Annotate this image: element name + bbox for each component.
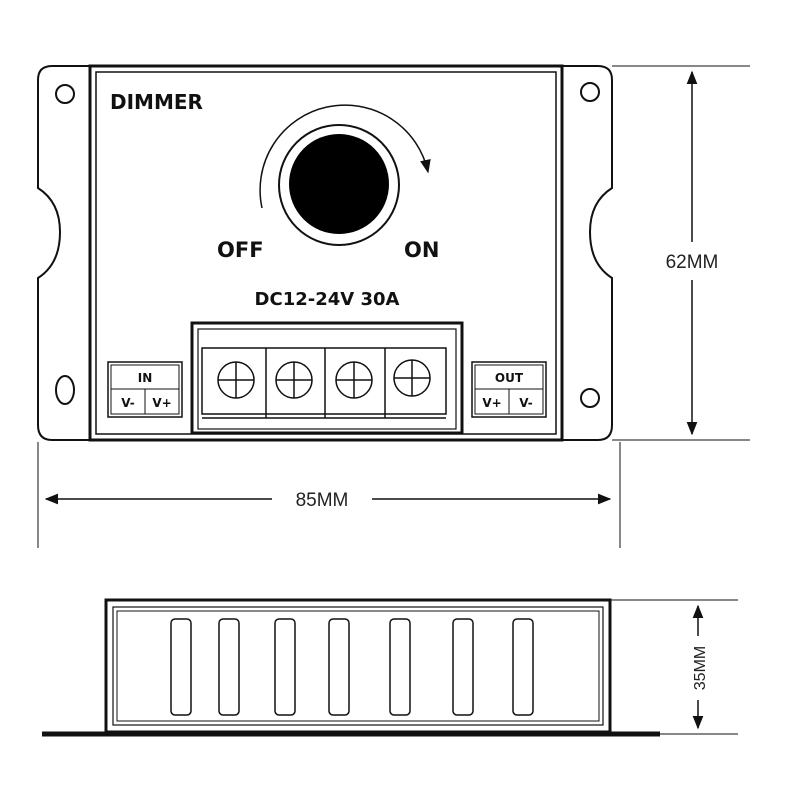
vent-slot — [170, 618, 192, 716]
side-body-inner — [112, 606, 604, 726]
depth-label: 35MM — [692, 646, 709, 690]
off-label: OFF — [217, 238, 264, 262]
input-terminal-neg: V- — [121, 396, 134, 410]
vent-slot — [452, 618, 474, 716]
vent-slot — [274, 618, 296, 716]
height-dimension: 62MM — [612, 65, 750, 441]
device-title: DIMMER — [110, 90, 203, 114]
vent-slot — [328, 618, 350, 716]
mounting-hole-top-left — [55, 84, 75, 104]
vent-slot — [218, 618, 240, 716]
top-view: DIMMER OFF ON DC12-24V 30A — [37, 64, 613, 442]
depth-dimension: 35MM — [610, 599, 738, 735]
input-header: IN — [138, 371, 153, 385]
input-terminal-pos: V+ — [152, 396, 171, 410]
rating-label: DC12-24V 30A — [255, 289, 400, 310]
side-body-outer — [104, 598, 612, 734]
terminal-screw-icon — [393, 359, 431, 397]
rotation-arrow-icon — [259, 104, 431, 209]
mounting-hole-bottom-right — [580, 388, 600, 408]
terminal-block — [190, 321, 464, 435]
output-terminal-neg: V- — [519, 396, 532, 410]
width-dimension: 85MM — [37, 442, 621, 548]
ventilation-slots — [170, 618, 534, 716]
vent-slot — [512, 618, 534, 716]
mounting-hole-top-right — [580, 82, 600, 102]
terminal-screw-icon — [275, 361, 313, 399]
vent-slot — [389, 618, 411, 716]
mounting-hole-bottom-left — [55, 375, 75, 405]
input-terminal-label: IN V- V+ — [107, 361, 183, 418]
terminal-screw-icon — [217, 361, 255, 399]
right-mounting-flange — [562, 65, 613, 441]
height-label: 62MM — [666, 252, 719, 273]
output-terminal-pos: V+ — [482, 396, 501, 410]
output-header: OUT — [495, 371, 524, 385]
width-label: 85MM — [296, 490, 349, 511]
knob — [289, 134, 389, 234]
output-terminal-label: OUT V+ V- — [471, 361, 547, 418]
housing-outer — [88, 64, 564, 442]
side-view — [42, 598, 660, 737]
on-label: ON — [404, 238, 439, 262]
left-mounting-flange — [37, 65, 90, 441]
terminal-screw-icon — [335, 361, 373, 399]
